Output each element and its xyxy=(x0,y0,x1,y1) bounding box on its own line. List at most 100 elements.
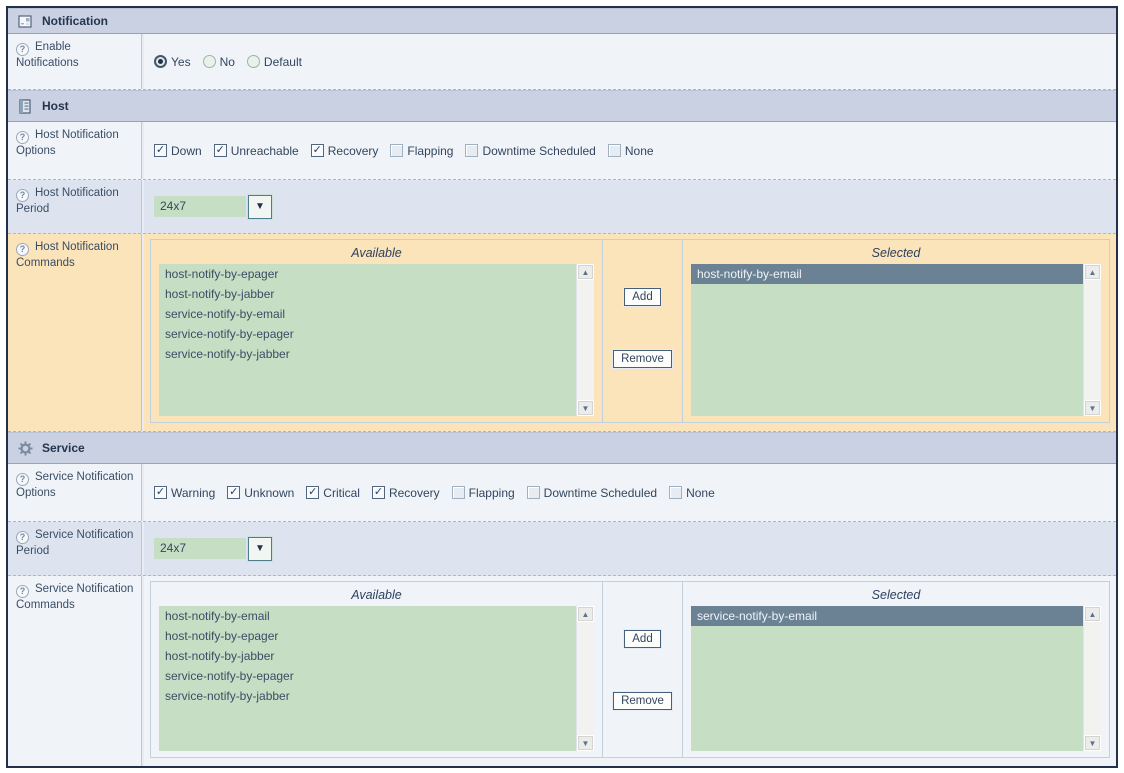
host-selected-listbox[interactable]: host-notify-by-email xyxy=(691,264,1083,416)
help-icon[interactable]: ? xyxy=(16,531,29,544)
checkbox-label: Downtime Scheduled xyxy=(482,143,596,158)
checkbox-option-unreachable[interactable]: ✓ Unreachable xyxy=(213,143,299,158)
enable-notifications-value-cell: Yes No Default xyxy=(142,34,1116,89)
checkbox-option-none[interactable]: ✓ None xyxy=(607,143,654,158)
radio-icon[interactable] xyxy=(246,55,260,68)
checkbox-option-downtime-scheduled[interactable]: ✓ Downtime Scheduled xyxy=(465,143,596,158)
help-icon[interactable]: ? xyxy=(16,131,29,144)
scroll-down-icon[interactable]: ▼ xyxy=(577,400,594,416)
checkbox-option-warning[interactable]: ✓ Warning xyxy=(154,486,215,500)
list-item[interactable]: service-notify-by-epager xyxy=(165,327,294,341)
checkbox-icon[interactable]: ✓ xyxy=(669,486,683,499)
scroll-up-icon[interactable]: ▲ xyxy=(1084,606,1101,622)
selected-column: Selected service-notify-by-email ▲ ▼ xyxy=(683,582,1109,757)
select-dropdown-button[interactable]: ▼ xyxy=(247,535,273,562)
select-dropdown-button[interactable]: ▼ xyxy=(247,193,273,220)
list-item[interactable]: service-notify-by-email xyxy=(165,307,286,321)
scrollbar-track[interactable] xyxy=(1084,622,1101,735)
host-period-select[interactable]: 24x7 ▼ xyxy=(154,193,273,220)
checkbox-label: None xyxy=(624,143,654,158)
radio-label: Default xyxy=(263,54,302,69)
checkbox-icon[interactable]: ✓ xyxy=(213,143,227,157)
select-value[interactable]: 24x7 xyxy=(154,196,246,217)
scroll-down-icon[interactable]: ▼ xyxy=(1084,400,1101,416)
list-item[interactable]: service-notify-by-jabber xyxy=(165,689,290,703)
service-available-listbox[interactable]: host-notify-by-email host-notify-by-epag… xyxy=(159,606,576,751)
select-value[interactable]: 24x7 xyxy=(154,538,246,559)
checkbox-option-recovery[interactable]: ✓ Recovery xyxy=(310,143,378,158)
checkbox-group-host-options: ✓ Down ✓ Unreachable ✓ Recovery ✓ Flappi… xyxy=(154,144,660,158)
scroll-down-icon[interactable]: ▼ xyxy=(577,735,594,751)
help-icon[interactable]: ? xyxy=(16,243,29,256)
checkbox-icon[interactable]: ✓ xyxy=(227,485,241,499)
help-icon[interactable]: ? xyxy=(16,585,29,598)
available-column: Available host-notify-by-epager host-not… xyxy=(151,240,603,422)
checkbox-option-flapping[interactable]: ✓ Flapping xyxy=(451,486,515,500)
form-frame: Notification ?Enable Notifications Yes N… xyxy=(6,6,1118,768)
scrollbar-track[interactable] xyxy=(577,280,594,400)
available-title: Available xyxy=(351,588,402,602)
list-item[interactable]: host-notify-by-jabber xyxy=(165,649,275,663)
radio-icon[interactable] xyxy=(154,55,167,68)
remove-button[interactable]: Remove xyxy=(612,349,673,369)
service-period-select[interactable]: 24x7 ▼ xyxy=(154,535,273,562)
add-button[interactable]: Add xyxy=(623,287,662,307)
service-selected-listbox[interactable]: service-notify-by-email xyxy=(691,606,1083,751)
checkbox-option-down[interactable]: ✓ Down xyxy=(154,144,202,158)
scrollbar-track[interactable] xyxy=(577,622,594,735)
checkbox-icon[interactable]: ✓ xyxy=(526,486,540,499)
scroll-up-icon[interactable]: ▲ xyxy=(1084,264,1101,280)
checkbox-icon[interactable]: ✓ xyxy=(306,485,320,499)
scroll-down-icon[interactable]: ▼ xyxy=(1084,735,1101,751)
list-item[interactable]: service-notify-by-jabber xyxy=(165,347,290,361)
checkbox-icon[interactable]: ✓ xyxy=(465,144,479,157)
list-item[interactable]: service-notify-by-epager xyxy=(165,669,294,683)
host-icon xyxy=(18,98,33,114)
scrollbar[interactable]: ▲ ▼ xyxy=(576,264,594,416)
radio-option-default[interactable]: Default xyxy=(246,54,302,69)
checkbox-icon[interactable]: ✓ xyxy=(390,144,404,157)
scroll-up-icon[interactable]: ▲ xyxy=(577,606,594,622)
scrollbar-track[interactable] xyxy=(1084,280,1101,400)
section-title: Service xyxy=(42,441,85,455)
checkbox-icon[interactable]: ✓ xyxy=(154,143,167,157)
checkbox-option-recovery[interactable]: ✓ Recovery xyxy=(371,485,440,500)
checkbox-option-unknown[interactable]: ✓ Unknown xyxy=(227,486,294,500)
host-available-listbox[interactable]: host-notify-by-epager host-notify-by-jab… xyxy=(159,264,576,416)
row-host-notification-options: ?Host Notification Options ✓ Down ✓ Unre… xyxy=(8,122,1116,180)
service-commands-label-cell: ?Service Notification Commands xyxy=(8,576,142,766)
add-button[interactable]: Add xyxy=(623,629,662,649)
field-label: Host Notification Commands xyxy=(16,241,119,269)
row-service-notification-commands: ?Service Notification Commands Available… xyxy=(8,576,1116,766)
service-options-value-cell: ✓ Warning ✓ Unknown ✓ Critical ✓ Recover… xyxy=(142,464,1116,521)
checkbox-option-critical[interactable]: ✓ Critical xyxy=(306,486,360,500)
checkbox-label: Downtime Scheduled xyxy=(543,485,658,500)
checkbox-option-downtime-scheduled[interactable]: ✓ Downtime Scheduled xyxy=(526,485,658,500)
checkbox-option-none[interactable]: ✓ None xyxy=(669,486,715,500)
scrollbar[interactable]: ▲ ▼ xyxy=(1083,606,1101,751)
scrollbar[interactable]: ▲ ▼ xyxy=(1083,264,1101,416)
radio-option-no[interactable]: No xyxy=(202,55,235,69)
radio-option-yes[interactable]: Yes xyxy=(154,55,191,69)
help-icon[interactable]: ? xyxy=(16,473,29,486)
scrollbar[interactable]: ▲ ▼ xyxy=(576,606,594,751)
field-label: Service Notification Commands xyxy=(16,583,134,611)
list-item-selected[interactable]: host-notify-by-email xyxy=(691,264,1083,284)
checkbox-icon[interactable]: ✓ xyxy=(607,144,621,157)
radio-icon[interactable] xyxy=(202,55,216,68)
checkbox-icon[interactable]: ✓ xyxy=(154,485,167,499)
checkbox-icon[interactable]: ✓ xyxy=(371,485,385,499)
checkbox-icon[interactable]: ✓ xyxy=(310,143,324,157)
help-icon[interactable]: ? xyxy=(16,189,29,202)
list-item[interactable]: host-notify-by-jabber xyxy=(165,287,275,301)
help-icon[interactable]: ? xyxy=(16,43,29,56)
list-item[interactable]: host-notify-by-epager xyxy=(165,267,279,281)
remove-button[interactable]: Remove xyxy=(612,691,673,711)
checkbox-option-flapping[interactable]: ✓ Flapping xyxy=(390,144,453,158)
scroll-up-icon[interactable]: ▲ xyxy=(577,264,594,280)
list-item[interactable]: host-notify-by-epager xyxy=(165,629,279,643)
list-item[interactable]: host-notify-by-email xyxy=(165,609,270,623)
checkbox-icon[interactable]: ✓ xyxy=(451,486,465,499)
host-options-value-cell: ✓ Down ✓ Unreachable ✓ Recovery ✓ Flappi… xyxy=(142,122,1116,179)
list-item-selected[interactable]: service-notify-by-email xyxy=(691,606,1083,626)
